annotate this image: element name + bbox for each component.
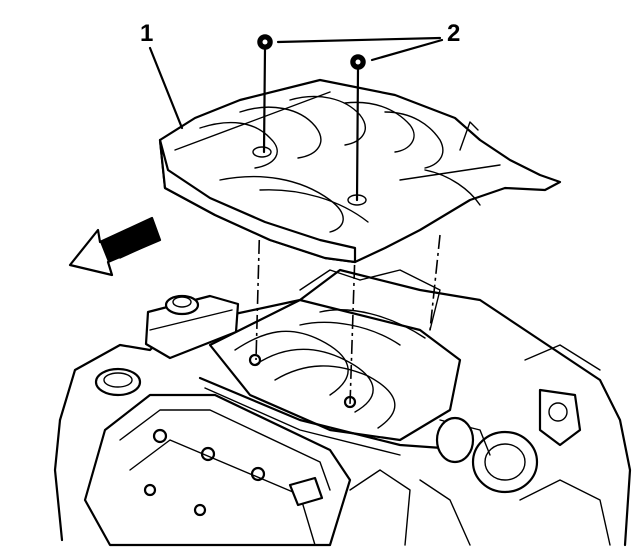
bolt-left [257, 34, 273, 154]
engine-assembly [53, 268, 632, 547]
leader-lines [148, 36, 444, 130]
cover-bolts [257, 34, 366, 202]
callout-1-label: 1 [140, 20, 154, 47]
intake-manifold [198, 298, 472, 456]
bolt-right [350, 54, 366, 202]
throttle-body [435, 416, 539, 494]
valve-cover [83, 393, 352, 547]
engine-cover [158, 78, 562, 264]
front-arrow [68, 216, 162, 277]
callout-2-label: 2 [447, 20, 461, 47]
